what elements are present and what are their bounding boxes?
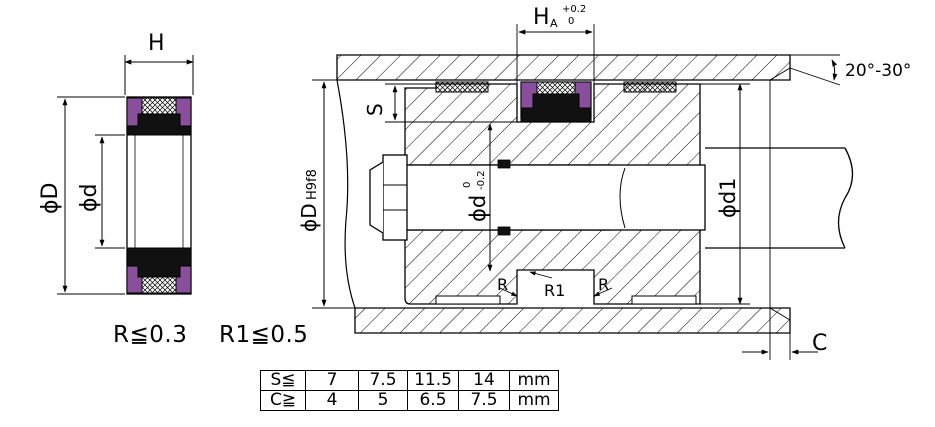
radius-note-r1: R1≦0.5 bbox=[218, 322, 309, 348]
label-phi-d-inner: ϕd bbox=[77, 184, 102, 212]
table-cell: 7.5 bbox=[358, 370, 408, 391]
table-cell: 11.5 bbox=[407, 370, 459, 391]
cylinder-assembly bbox=[312, 24, 854, 360]
table-row: S≦ 7 7.5 11.5 14 mm bbox=[260, 370, 559, 391]
seal-cross-section bbox=[57, 55, 194, 295]
label-phi-d-rod-tol-low: -0.2 bbox=[476, 170, 487, 190]
label-phi-d-outer: ϕD bbox=[38, 183, 63, 214]
table-cell: 14 bbox=[458, 370, 510, 391]
label-ha-tol-low: 0 bbox=[568, 16, 574, 27]
table-cell: mm bbox=[509, 370, 559, 391]
table-cell: S≦ bbox=[260, 370, 306, 391]
label-c: C bbox=[812, 331, 827, 356]
label-phi-dh: ϕD bbox=[297, 203, 321, 232]
table-cell: mm bbox=[509, 390, 559, 411]
table-cell: 7.5 bbox=[458, 390, 510, 411]
label-phi-d-rod: ϕd bbox=[466, 195, 490, 222]
table-row: C≧ 4 5 6.5 7.5 mm bbox=[260, 390, 559, 411]
dimension-table: S≦ 7 7.5 11.5 14 mm C≧ 4 5 6.5 7.5 mm bbox=[260, 370, 559, 411]
table-cell: 7 bbox=[305, 370, 359, 391]
label-phi-d-rod-tol-up: 0 bbox=[462, 182, 473, 188]
table-cell: 4 bbox=[305, 390, 359, 411]
label-phi-d1: ϕd1 bbox=[716, 177, 740, 218]
label-r-right: R bbox=[598, 275, 609, 294]
label-h: H bbox=[148, 31, 165, 56]
label-ha: H bbox=[533, 5, 550, 30]
label-angle: 20°-30° bbox=[845, 61, 911, 81]
label-ha-sub: A bbox=[550, 17, 558, 30]
label-ha-tol-up: +0.2 bbox=[562, 4, 586, 15]
label-r1: R1 bbox=[544, 281, 565, 300]
table-cell: 5 bbox=[358, 390, 408, 411]
radius-note-r: R≦0.3 bbox=[113, 322, 188, 348]
radius-note: R≦0.3 R1≦0.5 bbox=[113, 322, 308, 348]
table-cell: C≧ bbox=[260, 390, 306, 411]
label-phi-dh-fit: H9f8 bbox=[305, 169, 320, 200]
label-r-left: R bbox=[497, 275, 508, 294]
label-s: S bbox=[363, 103, 387, 116]
table-cell: 6.5 bbox=[407, 390, 459, 411]
